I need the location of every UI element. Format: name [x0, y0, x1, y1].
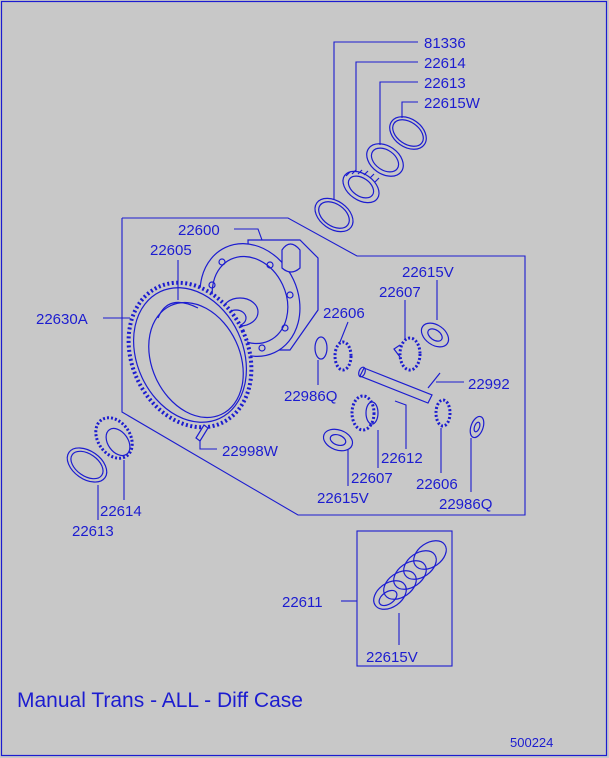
pin-22992	[427, 372, 441, 389]
washer-22615V-bottom	[322, 428, 354, 452]
pinion-22606-top	[333, 340, 353, 372]
label-22614-left: 22614	[100, 503, 142, 520]
spring-box	[356, 530, 453, 667]
label-22613-top: 22613	[424, 75, 466, 92]
bearing-22614-top	[342, 169, 380, 204]
label-22986Q-left: 22986Q	[284, 388, 337, 405]
assembly-outline	[121, 217, 526, 516]
label-22986Q-right: 22986Q	[439, 496, 492, 513]
label-22607-right: 22607	[379, 284, 421, 301]
label-22607-bottom: 22607	[351, 470, 393, 487]
diagram-caption: Manual Trans - ALL - Diff Case	[17, 689, 303, 712]
label-22615V-spring: 22615V	[366, 649, 418, 666]
bearing-22614-left	[94, 416, 134, 460]
label-22630A: 22630A	[36, 311, 88, 328]
label-22992: 22992	[468, 376, 510, 393]
washer-22986Q-right	[469, 415, 485, 439]
label-22615V-right: 22615V	[402, 264, 454, 281]
label-22615V-bottom: 22615V	[317, 490, 369, 507]
label-22998W: 22998W	[222, 443, 279, 460]
side-gear-22607-right	[393, 336, 422, 372]
label-22611: 22611	[282, 594, 323, 611]
spring-22611	[373, 540, 447, 610]
label-22613-left: 22613	[72, 523, 114, 540]
shaft-22612	[358, 366, 433, 404]
bolt-22998W	[195, 424, 209, 442]
pinion-22606-bottom	[434, 398, 452, 428]
race-22613-top	[366, 143, 404, 177]
washer-22615V-right	[420, 322, 450, 348]
washer-22986Q-left	[314, 336, 328, 360]
label-22606-top: 22606	[323, 305, 365, 322]
label-22614-top: 22614	[424, 55, 466, 72]
label-81336: 81336	[424, 35, 466, 52]
washer-22615W	[389, 116, 427, 150]
race-22613-left	[66, 447, 108, 483]
ring-gear-22605	[126, 280, 254, 430]
diagram-code: 500224	[510, 735, 553, 750]
shim-81336	[314, 197, 354, 233]
leader-lines	[97, 41, 472, 645]
label-22612: 22612	[381, 450, 423, 467]
label-22606-bottom: 22606	[416, 476, 458, 493]
label-22600: 22600	[178, 222, 220, 239]
label-22615W: 22615W	[424, 95, 481, 112]
label-22605: 22605	[150, 242, 192, 259]
side-gear-22607-bottom	[350, 394, 379, 432]
